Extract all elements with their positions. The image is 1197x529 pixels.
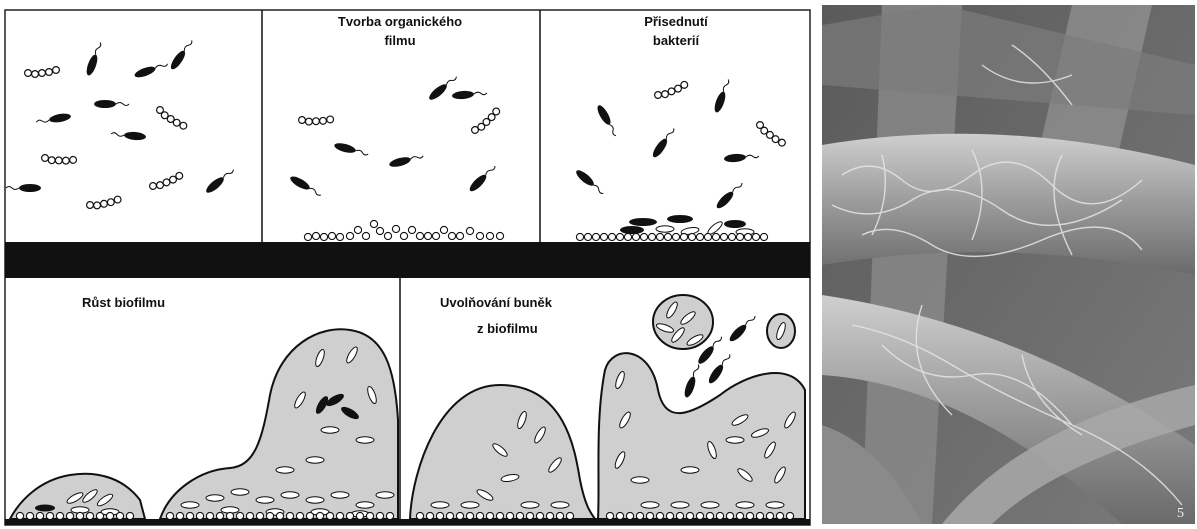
label-panel-5-line-1: Uvolňování buněk [440, 295, 553, 310]
biofilm-stages-diagram: Tvorba organického filmu Přisednutí bakt… [0, 0, 820, 529]
label-panel-3-line-1: Přisednutí [644, 14, 708, 29]
sem-micrograph: 5 [822, 5, 1195, 524]
label-panel-2-line-1: Tvorba organického [338, 14, 462, 29]
label-panel-5-line-2: z biofilmu [477, 321, 538, 336]
label-panel-4: Růst biofilmu [82, 295, 165, 310]
photo-corner-number: 5 [1177, 506, 1184, 521]
label-panel-2-line-2: filmu [384, 33, 415, 48]
substrate-top [5, 242, 810, 278]
label-panel-3-line-2: bakterií [653, 33, 700, 48]
